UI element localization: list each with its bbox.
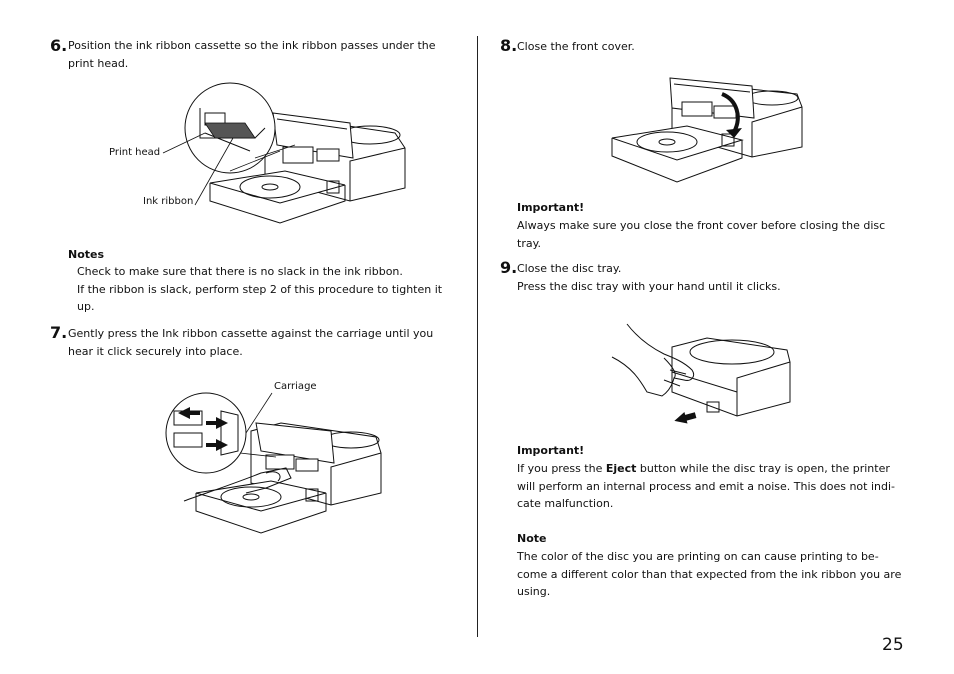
step-6-number: 6.: [50, 36, 68, 55]
step-9-line-1: Close the disc tray.: [517, 262, 622, 275]
important-2-line-3: cate malfunction.: [517, 497, 614, 510]
step-6-text: Position the ink ribbon cassette so the …: [68, 37, 454, 72]
important-2-line-2: will perform an internal process and emi…: [517, 479, 896, 493]
step-7-text: Gently press the Ink ribbon cassette aga…: [68, 325, 454, 360]
notes-line-2: If the ribbon is slack, perform step 2 o…: [77, 282, 443, 296]
important-2-body: If you press the Eject button while the …: [517, 460, 903, 513]
step-9-number: 9.: [500, 258, 518, 277]
important-1-heading: Important!: [517, 201, 585, 214]
step-7-line-2: hear it click securely into place.: [68, 344, 243, 358]
notes-body: Check to make sure that there is no slac…: [77, 263, 455, 316]
note-line-3: using.: [517, 585, 551, 598]
page-number: 25: [882, 635, 904, 655]
important-2-heading: Important!: [517, 444, 585, 457]
notes-heading: Notes: [68, 248, 105, 261]
note-body: The color of the disc you are printing o…: [517, 548, 903, 601]
step-9-text: Close the disc tray. Press the disc tray…: [517, 260, 903, 295]
step-8-text: Close the front cover.: [517, 40, 635, 53]
step-8-number: 8.: [500, 36, 518, 55]
cassette-press-illustration: [166, 393, 386, 538]
close-front-cover-illustration: [612, 72, 804, 187]
step-7-line-1: Gently press the Ink ribbon cassette aga…: [68, 327, 434, 340]
notes-line-3: up.: [77, 300, 95, 313]
note-line-1: The color of the disc you are printing o…: [517, 550, 879, 563]
ink-ribbon-label: Ink ribbon: [143, 196, 194, 207]
important-2-line-1: If you press the Eject button while the …: [517, 462, 890, 475]
important-1-body: Always make sure you close the front cov…: [517, 217, 903, 252]
step-9-line-2: Press the disc tray with your hand until…: [517, 279, 781, 293]
step-7-number: 7.: [50, 323, 68, 342]
column-divider: [477, 36, 478, 637]
eject-button-name: Eject: [605, 462, 637, 475]
note-line-2: come a different color than that expecte…: [517, 567, 902, 581]
print-head-label: Print head: [109, 147, 161, 158]
step-6-line-1: Position the ink ribbon cassette so the …: [68, 39, 436, 52]
important-1-line-2: tray.: [517, 236, 542, 250]
close-disc-tray-illustration: [612, 322, 792, 424]
carriage-label: Carriage: [274, 381, 317, 392]
important-1-line-1: Always make sure you close the front cov…: [517, 219, 886, 232]
ink-ribbon-cassette-illustration: [105, 83, 405, 233]
step-6-line-2: print head.: [68, 56, 129, 70]
notes-line-1: Check to make sure that there is no slac…: [77, 265, 403, 278]
note-heading: Note: [517, 532, 547, 545]
